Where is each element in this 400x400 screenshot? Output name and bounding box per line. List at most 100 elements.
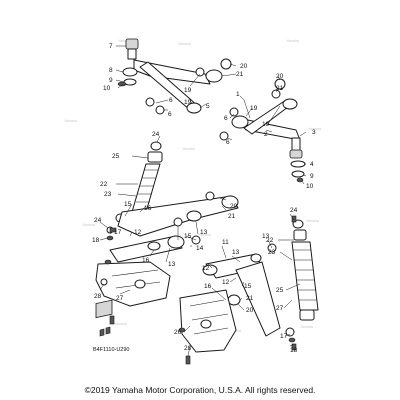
callout-20: 20	[230, 203, 238, 210]
cotter-pin	[288, 337, 296, 343]
spring-coils	[293, 249, 317, 301]
watermark: Yamaha	[114, 322, 127, 326]
castle-nut	[290, 160, 306, 168]
guard-boss	[200, 319, 212, 329]
rear-lower-arm	[109, 235, 183, 263]
collar	[173, 217, 183, 227]
callout-6: 6	[168, 111, 172, 118]
callout-12: 12	[222, 279, 230, 286]
watermark: Yamaha	[308, 127, 321, 131]
callout-10: 10	[306, 183, 314, 190]
callout-25: 25	[276, 287, 284, 294]
callout-19: 19	[250, 105, 258, 112]
callout-21: 21	[228, 213, 236, 220]
callout-19: 19	[184, 99, 192, 106]
bushing-cap	[145, 97, 155, 107]
callout-12: 12	[134, 229, 142, 236]
watermark: Yamaha	[182, 147, 195, 151]
callout-26: 26	[174, 329, 182, 336]
watermark: Yamaha	[118, 39, 131, 43]
spring-coils	[136, 169, 158, 203]
callout-17: 17	[280, 333, 288, 340]
callout-24: 24	[152, 131, 160, 138]
rear-upper-bushing	[221, 195, 239, 209]
callout-27: 27	[116, 295, 124, 302]
callout-6: 6	[169, 97, 173, 104]
callout-22: 22	[100, 181, 108, 188]
arm-guard-left	[95, 261, 171, 307]
callout-19: 19	[262, 121, 270, 128]
callout-13: 13	[232, 249, 240, 256]
bushing-cap	[219, 131, 229, 141]
callout-25: 25	[112, 153, 120, 160]
upper-arm-bushing-rear	[186, 102, 202, 114]
rear-arm-lower-member	[235, 261, 281, 337]
copyright-notice: ©2019 Yamaha Motor Corporation, U.S.A. A…	[84, 385, 316, 395]
callout-12: 12	[202, 265, 210, 272]
callout-15: 15	[124, 201, 132, 208]
callout-7: 7	[109, 43, 113, 50]
callout-21: 21	[236, 71, 244, 78]
callout-13: 13	[200, 229, 208, 236]
callout-18: 18	[290, 347, 298, 354]
watermark: Yamaha	[198, 233, 211, 237]
callout-23: 23	[104, 191, 112, 198]
callout-5: 5	[206, 103, 210, 110]
callout-13: 13	[262, 233, 270, 240]
center-rear-arm-assembly	[202, 243, 281, 337]
bolt	[185, 355, 191, 365]
callout-8: 8	[109, 67, 113, 74]
callout-6: 6	[224, 115, 228, 122]
bushing-cap	[220, 58, 232, 70]
callout-19: 19	[184, 87, 192, 94]
leader-lines	[99, 45, 307, 357]
clip	[178, 327, 186, 333]
bolt	[109, 315, 115, 325]
bushing-cap	[274, 78, 286, 90]
rear-lower-bushing	[147, 241, 161, 251]
diagram-code: B4F1110-U290	[93, 347, 130, 353]
callout-9: 9	[109, 77, 113, 84]
grease-tube-mark	[99, 326, 111, 337]
callout-2: 2	[264, 131, 268, 138]
callout-6: 6	[226, 139, 230, 146]
lower-front-arm-assembly	[219, 78, 306, 178]
upper-front-arm-assembly	[117, 38, 232, 115]
callout-28: 28	[94, 293, 102, 300]
callout-16: 16	[142, 257, 150, 264]
upper-arm-bushing-front	[205, 69, 223, 83]
collar	[250, 253, 262, 263]
callout-20: 20	[276, 73, 284, 80]
washer	[291, 170, 305, 178]
callout-18: 18	[92, 237, 100, 244]
watermark: Yamaha	[306, 219, 319, 223]
shock-upper-mount	[293, 229, 307, 241]
shock-lower-bolt	[285, 327, 295, 337]
collar	[195, 67, 205, 77]
callout-11: 11	[222, 239, 229, 246]
callout-3: 3	[312, 129, 316, 136]
callout-21: 21	[246, 295, 254, 302]
shock-coil-spring	[291, 241, 319, 311]
rear-shock-absorber	[285, 219, 319, 337]
rear-lower-bushing	[167, 235, 185, 249]
cotter-pin	[104, 259, 112, 265]
callout-labels: 7 8 9 10 6 20 21 19 6 19 5 1 19 6 20 21 …	[92, 43, 316, 354]
shock-upper-mount	[147, 151, 163, 163]
callout-27: 27	[276, 305, 284, 312]
callout-28: 28	[184, 345, 192, 352]
cotter-pin	[296, 177, 304, 183]
callout-16: 16	[144, 205, 152, 212]
callout-4: 4	[310, 161, 314, 168]
callout-13: 13	[168, 261, 176, 268]
ball-joint-stud	[127, 48, 137, 60]
callout-9: 9	[310, 173, 314, 180]
bolt	[109, 227, 117, 233]
cotter-pin	[117, 81, 127, 87]
guard-boss	[134, 279, 146, 289]
left-guard-assembly	[95, 261, 171, 307]
callout-17: 17	[114, 229, 122, 236]
collar	[271, 89, 281, 99]
rear-arm-bushing	[202, 264, 218, 276]
